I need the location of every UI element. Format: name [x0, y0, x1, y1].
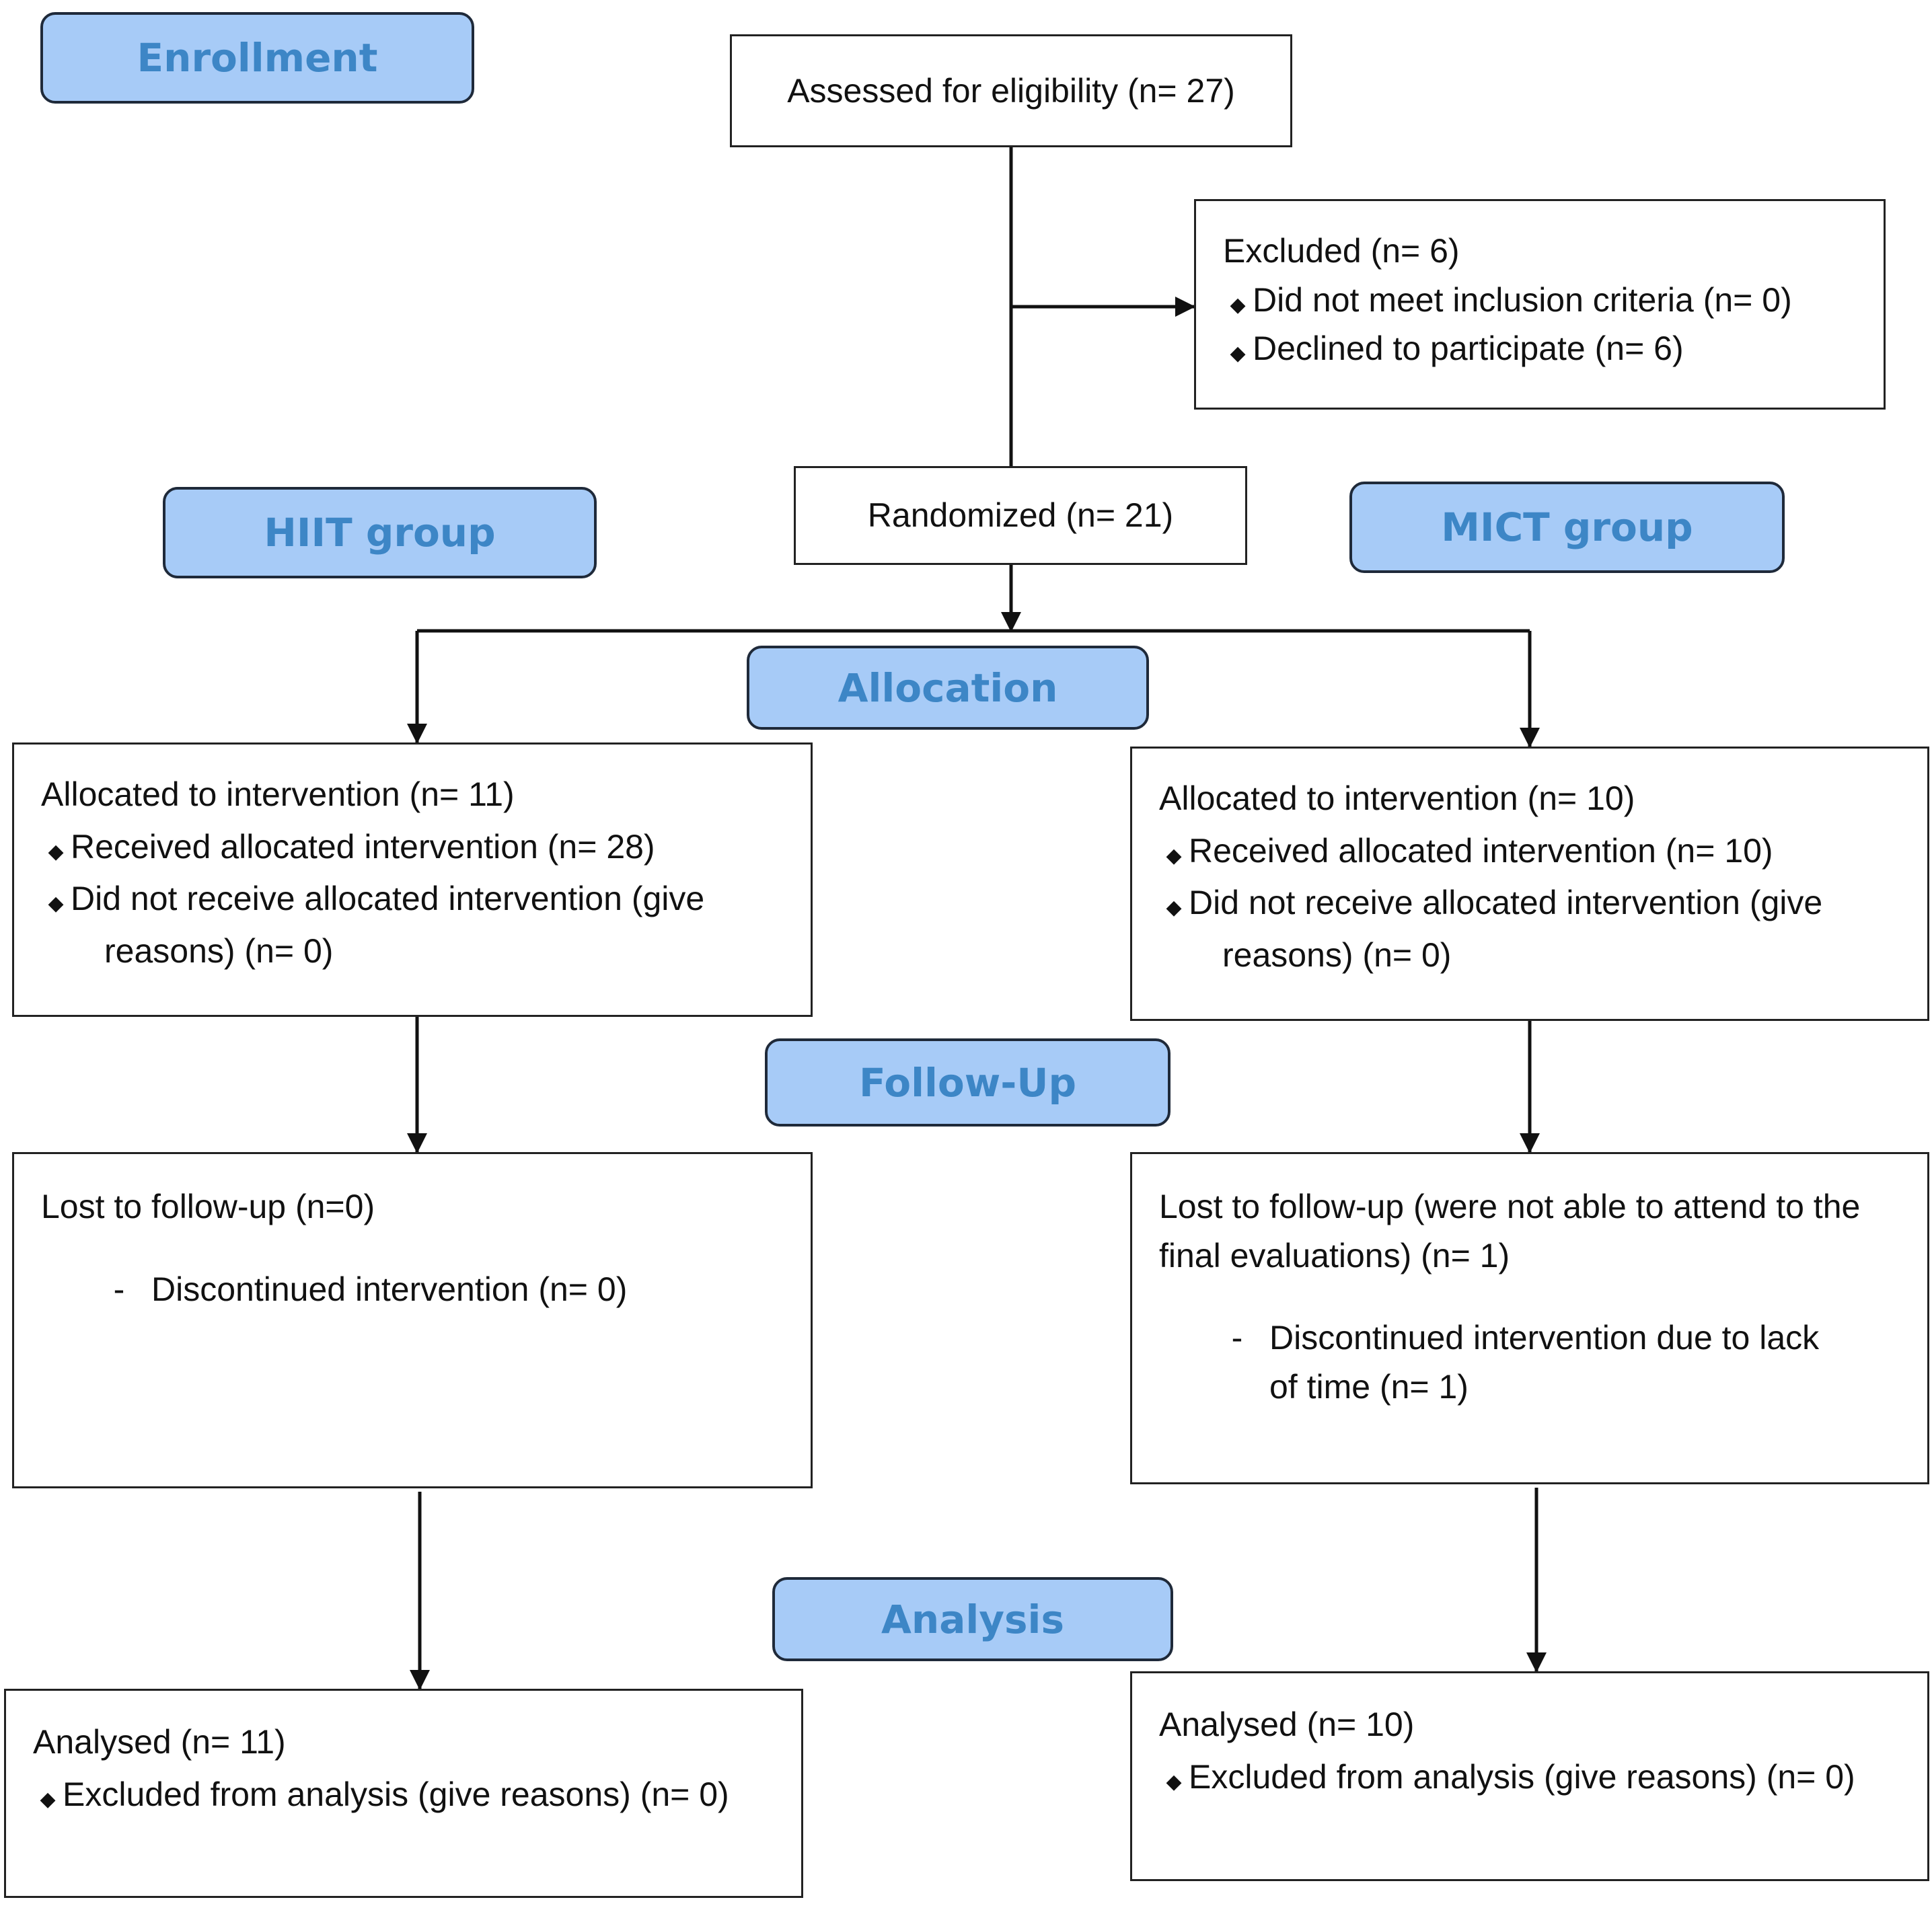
- stage-followup: Follow-Up: [765, 1038, 1171, 1127]
- mict-discontinued-line1: Discontinued intervention due to lack: [1269, 1319, 1820, 1357]
- stage-enrollment: Enrollment: [40, 12, 474, 104]
- stage-analysis: Analysis: [772, 1577, 1173, 1661]
- mict-allocated-box: Allocated to intervention (n= 10) ◆ Rece…: [1130, 747, 1929, 1021]
- mict-not-received-text: Did not receive allocated intervention (…: [1189, 884, 1823, 921]
- bullet-icon: ◆: [1166, 1770, 1182, 1793]
- mict-not-received-cont: reasons) (n= 0): [1222, 936, 1452, 974]
- mict-analysis-excluded-text: Excluded from analysis (give reasons) (n…: [1189, 1757, 1855, 1796]
- stage-followup-label: Follow-Up: [859, 1059, 1076, 1106]
- stage-hiit-group: HIIT group: [163, 487, 597, 578]
- hiit-not-received-row: ◆ Did not receive allocated intervention…: [41, 873, 811, 925]
- hiit-discontinued-text: Discontinued intervention (n= 0): [151, 1270, 628, 1308]
- bullet-icon: ◆: [1166, 844, 1182, 867]
- hiit-received-text: Received allocated intervention (n= 28): [71, 827, 655, 866]
- stage-mict-group: MICT group: [1349, 482, 1785, 573]
- hiit-analysis-excluded-text: Excluded from analysis (give reasons) (n…: [63, 1775, 729, 1813]
- excluded-item-text: Declined to participate (n= 6): [1253, 330, 1684, 367]
- bullet-icon: ◆: [1166, 897, 1182, 919]
- bullet-icon: ◆: [40, 1788, 56, 1810]
- mict-analysis-box: Analysed (n= 10) ◆ Excluded from analysi…: [1130, 1671, 1929, 1881]
- hiit-analysis-excluded-row: ◆ Excluded from analysis (give reasons) …: [33, 1769, 801, 1821]
- hiit-followup-box: Lost to follow-up (n=0) - Discontinued i…: [12, 1152, 813, 1488]
- mict-discontinued-row: - Discontinued intervention due to lack …: [1159, 1313, 1927, 1411]
- randomized-text: Randomized (n= 21): [867, 496, 1174, 535]
- assessed-box: Assessed for eligibility (n= 27): [730, 34, 1292, 147]
- excluded-title: Excluded (n= 6): [1223, 232, 1460, 270]
- bullet-icon: ◆: [48, 892, 64, 915]
- hiit-discontinued-row: - Discontinued intervention (n= 0): [41, 1265, 811, 1314]
- excluded-box: Excluded (n= 6) ◆ Did not meet inclusion…: [1194, 199, 1886, 410]
- mict-discontinued-line2: of time (n= 1): [1269, 1367, 1469, 1406]
- assessed-text: Assessed for eligibility (n= 27): [787, 71, 1235, 110]
- excluded-item-text: Did not meet inclusion criteria (n= 0): [1253, 280, 1792, 319]
- mict-followup-title-line1: Lost to follow-up (were not able to atte…: [1159, 1188, 1861, 1225]
- hiit-analysis-box: Analysed (n= 11) ◆ Excluded from analysi…: [4, 1689, 803, 1898]
- mict-followup-title-line2: final evaluations) (n= 1): [1159, 1236, 1510, 1274]
- hiit-followup-title: Lost to follow-up (n=0): [41, 1188, 375, 1225]
- randomized-box: Randomized (n= 21): [794, 466, 1247, 565]
- mict-not-received-row: ◆ Did not receive allocated intervention…: [1159, 877, 1927, 929]
- hiit-not-received-text: Did not receive allocated intervention (…: [71, 880, 705, 917]
- bullet-icon: ◆: [48, 840, 64, 863]
- mict-received-text: Received allocated intervention (n= 10): [1189, 831, 1773, 870]
- hiit-not-received-cont: reasons) (n= 0): [104, 931, 334, 970]
- hiit-received-row: ◆ Received allocated intervention (n= 28…: [41, 821, 811, 874]
- mict-followup-box: Lost to follow-up (were not able to atte…: [1130, 1152, 1929, 1484]
- bullet-icon: ◆: [1230, 293, 1246, 316]
- hiit-allocated-title: Allocated to intervention (n= 11): [41, 775, 515, 813]
- mict-allocated-title: Allocated to intervention (n= 10): [1159, 779, 1635, 817]
- mict-analysis-excluded-row: ◆ Excluded from analysis (give reasons) …: [1159, 1751, 1927, 1804]
- stage-hiit-label: HIIT group: [264, 510, 496, 556]
- mict-analysis-title: Analysed (n= 10): [1159, 1706, 1415, 1743]
- stage-allocation-label: Allocation: [838, 664, 1058, 711]
- stage-enrollment-label: Enrollment: [137, 35, 378, 81]
- excluded-item: ◆ Did not meet inclusion criteria (n= 0): [1223, 276, 1884, 325]
- hiit-allocated-box: Allocated to intervention (n= 11) ◆ Rece…: [12, 742, 813, 1017]
- excluded-item: ◆ Declined to participate (n= 6): [1223, 324, 1884, 373]
- dash-marker: -: [1231, 1319, 1243, 1357]
- dash-marker: -: [113, 1270, 125, 1308]
- stage-allocation: Allocation: [747, 646, 1149, 730]
- mict-received-row: ◆ Received allocated intervention (n= 10…: [1159, 825, 1927, 878]
- stage-mict-label: MICT group: [1441, 504, 1693, 550]
- stage-analysis-label: Analysis: [881, 1596, 1064, 1642]
- bullet-icon: ◆: [1230, 342, 1246, 365]
- hiit-analysis-title: Analysed (n= 11): [33, 1723, 286, 1761]
